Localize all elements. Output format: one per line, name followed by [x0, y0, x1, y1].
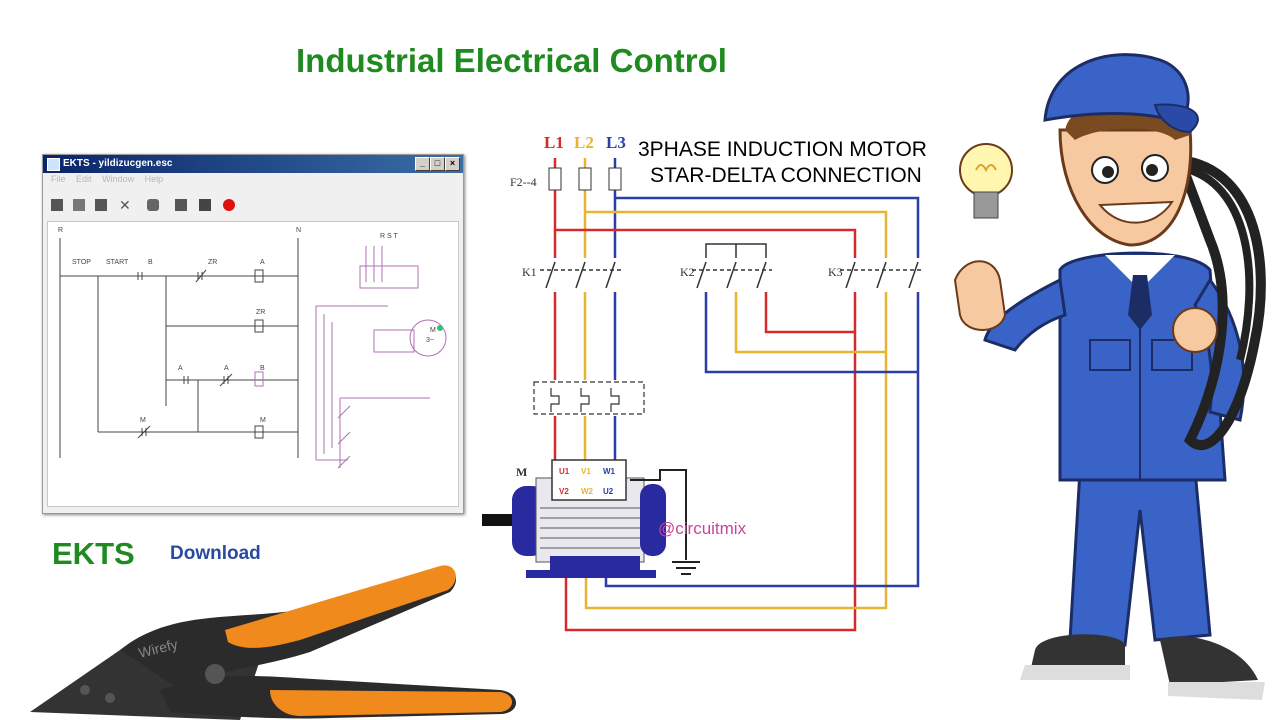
download-link[interactable]: Download — [170, 543, 261, 564]
motor-status-dot — [437, 325, 443, 331]
coil-a-label: A — [260, 259, 265, 266]
menu-edit[interactable]: Edit — [76, 174, 92, 184]
motor-label: M — [430, 327, 436, 334]
record-icon[interactable] — [223, 199, 235, 211]
coil-m-label: M — [260, 417, 266, 424]
terminal-v2: V2 — [559, 487, 569, 496]
circuit-title-line1: 3PHASE INDUCTION MOTOR — [638, 138, 927, 161]
terminal-w1: W1 — [603, 467, 616, 476]
terminal-v1: V1 — [581, 467, 591, 476]
ground-icon — [672, 561, 700, 575]
maximize-button[interactable]: □ — [430, 157, 445, 171]
phase-l2-label: L2 — [574, 133, 594, 152]
coil-b-label: B — [260, 365, 265, 372]
watermark: @circuitmix — [658, 519, 747, 538]
terminal-w2: W2 — [581, 487, 594, 496]
motor-m-label: M — [516, 465, 527, 479]
ladder-diagram: R N STOP START B ZR A ZR A A B M M R S T… — [58, 227, 447, 469]
cap-icon — [1043, 53, 1190, 124]
contact-a2-label: A — [224, 365, 229, 372]
stop-icon[interactable] — [199, 199, 211, 211]
contact-stop-label: STOP — [72, 259, 91, 266]
phase-l1-label: L1 — [544, 133, 564, 152]
menu-file[interactable]: File — [51, 174, 66, 184]
page-title: Industrial Electrical Control — [296, 42, 727, 79]
ekts-label: EKTS — [52, 536, 135, 571]
ekts-window[interactable]: EKTS - yildizucgen.esc _ □ × File Edit W… — [42, 154, 464, 514]
save-icon[interactable] — [95, 199, 107, 211]
circuit-title-line2: STAR-DELTA CONNECTION — [650, 164, 922, 187]
fuse-label: F2--4 — [510, 175, 537, 189]
terminal-u1: U1 — [559, 467, 570, 476]
print-icon[interactable] — [147, 199, 159, 211]
crimping-pliers-illustration: Wirefy — [30, 565, 517, 720]
motor-phase-label: 3~ — [426, 337, 434, 344]
contactor-k1-label: K1 — [522, 265, 537, 279]
cut-icon[interactable]: ✕ — [119, 197, 131, 213]
contact-b-label: B — [148, 259, 153, 266]
phase-l3-label: L3 — [606, 133, 626, 152]
contactor-k3-label: K3 — [828, 265, 843, 279]
window-titlebar[interactable]: EKTS - yildizucgen.esc _ □ × — [43, 155, 463, 173]
rail-left-label: R — [58, 227, 63, 234]
window-title: EKTS - yildizucgen.esc — [63, 158, 173, 169]
contact-a1-label: A — [178, 365, 183, 372]
contactor-k2-label: K2 — [680, 265, 695, 279]
ladder-canvas[interactable]: R N STOP START B ZR A ZR A A B M M R S T… — [47, 221, 459, 507]
menu-bar: File Edit Window Help — [43, 174, 463, 188]
minimize-button[interactable]: _ — [415, 157, 430, 171]
app-icon — [47, 158, 60, 171]
terminal-u2: U2 — [603, 487, 614, 496]
menu-help[interactable]: Help — [144, 174, 164, 184]
new-file-icon[interactable] — [51, 199, 63, 211]
contact-start-label: START — [106, 259, 129, 266]
close-button[interactable]: × — [445, 157, 460, 171]
contact-m-label: M — [140, 417, 146, 424]
supply-label: R S T — [380, 233, 398, 240]
toolbar: ✕ — [43, 195, 463, 217]
grid-icon[interactable] — [175, 199, 187, 211]
coil-zr-label: ZR — [256, 309, 265, 316]
rail-right-label: N — [296, 227, 301, 234]
electrician-character-illustration — [953, 53, 1266, 700]
contact-zr-label: ZR — [208, 259, 217, 266]
menu-window[interactable]: Window — [102, 174, 135, 184]
open-file-icon[interactable] — [73, 199, 85, 211]
